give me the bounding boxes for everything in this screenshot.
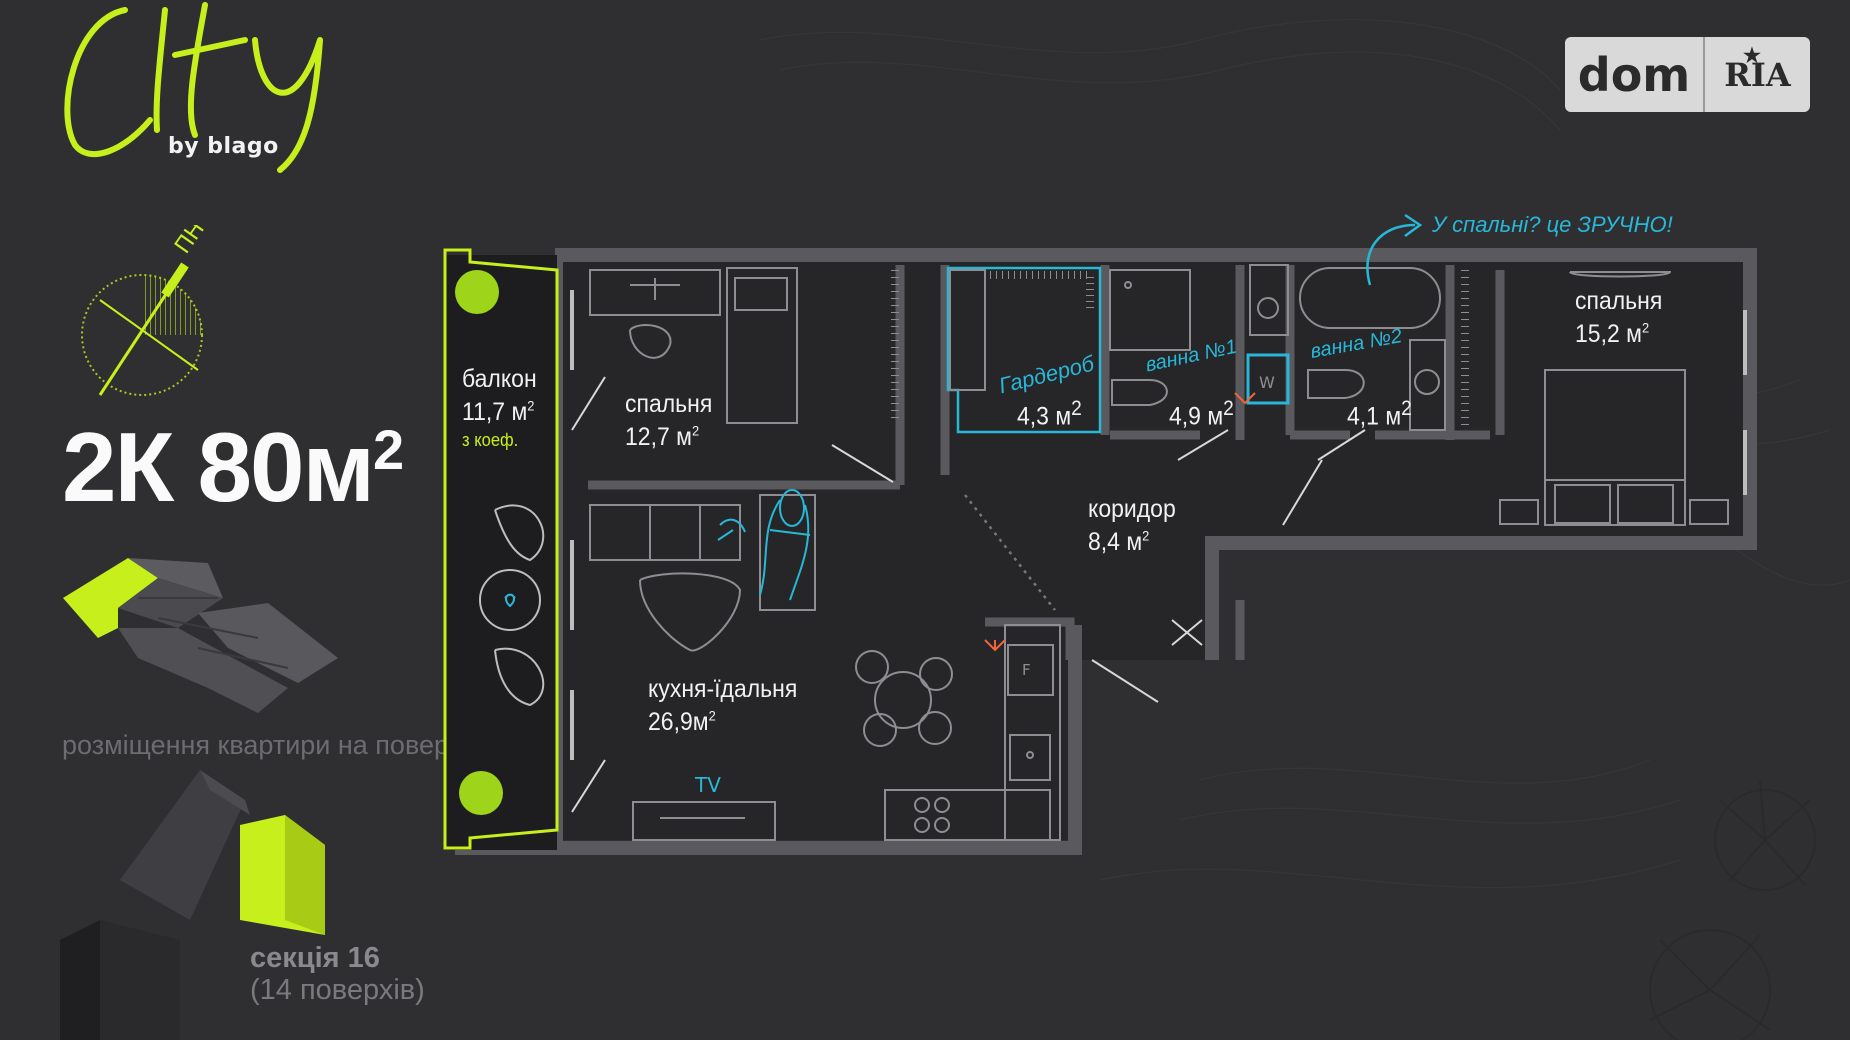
room-wardrobe-area: 4,3 м2	[1017, 397, 1082, 431]
room-balcony-coef: з коеф.	[462, 430, 519, 450]
room-corridor-name: коридор	[1088, 495, 1176, 523]
washer-icon	[1246, 353, 1290, 405]
balcony-chairs	[479, 504, 545, 707]
section-building-icon	[60, 770, 325, 1040]
watermark-ria-text: ★ RIA	[1705, 37, 1810, 112]
door-swings	[571, 376, 1366, 813]
room-bedroom1: спальня 12,7 м2	[625, 388, 712, 454]
tree-sketch	[1649, 779, 1816, 1040]
room-bath2-area: 4,1 м2	[1347, 397, 1412, 431]
fridge-label: F	[1022, 661, 1031, 679]
section-name: секція 16	[250, 942, 380, 974]
orange-marker-icon	[1234, 392, 1256, 405]
room-kitchen-area: 26,9м2	[648, 707, 716, 736]
floor-placement-icon	[63, 558, 338, 713]
person-icon	[717, 489, 811, 601]
room-balcony-area: 11,7 м2	[462, 397, 535, 426]
room-kitchen-name: кухня-їдальня	[648, 675, 798, 703]
windows	[570, 290, 1747, 760]
room-corridor-area: 8,4 м2	[1088, 527, 1150, 556]
kitchen-opening	[964, 494, 1056, 611]
room-balcony: балкон 11,7 м2 з коеф.	[462, 363, 537, 453]
apartment-title-sup: 2	[373, 418, 404, 481]
bedroom2-furniture	[1499, 271, 1729, 526]
floor-placement-label: розміщення квартири на поверсі	[62, 730, 469, 760]
room-bedroom1-area: 12,7 м2	[625, 422, 700, 451]
watermark-dom-text: dom	[1565, 37, 1705, 112]
kitchen-furniture	[589, 494, 1061, 841]
plant-icon	[459, 771, 503, 815]
room-bath1-area: 4,9 м2	[1169, 397, 1234, 431]
bedroom-hint-annotation: У спальні? це ЗРУЧНО!	[1432, 212, 1673, 237]
city-logo	[64, 2, 323, 173]
apartment-title-text: 2К 80м	[62, 412, 375, 522]
room-bedroom2-name: спальня	[1575, 287, 1663, 315]
plant-icon	[455, 270, 499, 314]
watermark-ria-label: RIA	[1724, 55, 1791, 94]
washer-label: W	[1259, 373, 1275, 392]
bath2-fixtures	[1299, 267, 1469, 431]
apartment-title: 2К 80м2	[62, 418, 404, 516]
watermark-star-icon: ★	[1743, 43, 1761, 67]
topography-lines	[759, 19, 1850, 889]
brand-by-line: by blago	[168, 134, 279, 159]
room-corridor: коридор 8,4 м2	[1088, 493, 1176, 559]
tv-label: TV	[694, 773, 721, 797]
room-kitchen: кухня-їдальня 26,9м2	[648, 673, 797, 739]
room-bedroom2: спальня 15,2 м2	[1575, 285, 1662, 351]
bath1-fixtures	[1109, 264, 1289, 406]
heart-icon	[504, 593, 516, 608]
dom-ria-watermark: dom ★ RIA	[1565, 37, 1810, 112]
bedroom1-furniture	[589, 267, 899, 424]
compass-icon: ПН	[81, 225, 210, 396]
room-bedroom2-area: 15,2 м2	[1575, 319, 1650, 348]
annotation-arrow-icon	[1366, 223, 1416, 286]
room-balcony-name: балкон	[462, 365, 537, 393]
interior-walls	[588, 265, 1505, 660]
section-floors: (14 поверхів)	[250, 974, 425, 1006]
room-bedroom1-name: спальня	[625, 390, 713, 418]
orange-marker-icon	[984, 639, 1006, 652]
